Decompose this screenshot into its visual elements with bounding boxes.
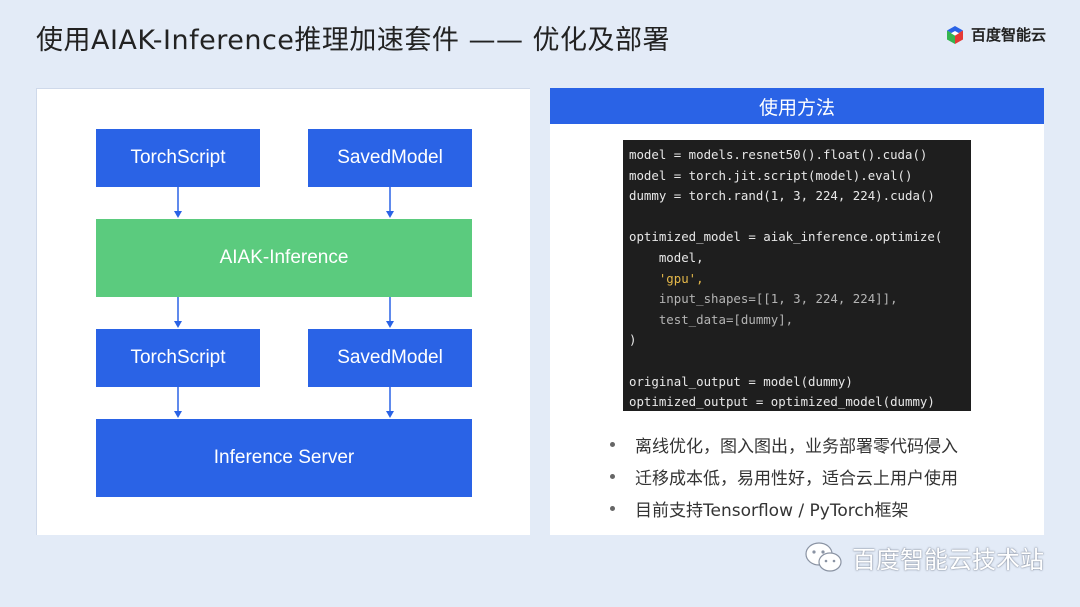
code-line: original_output = model(dummy) [629,373,853,389]
code-line: 'gpu', [629,270,704,286]
input-torchscript-node: TorchScript [96,129,260,187]
code-line: model = models.resnet50().float().cuda() [629,147,928,162]
code-line: optimized_output = optimized_model(dummy… [629,394,935,410]
cube-logo-icon [946,25,963,44]
code-line [629,207,965,228]
arrow-down-icon [386,297,394,328]
bullet-dot-icon [610,473,615,479]
code-line: input_shapes=[[1, 3, 224, 224]], [629,291,898,307]
arrow-down-icon [174,297,182,328]
bullet-dot-icon [610,441,615,447]
code-line: dummy = torch.rand(1, 3, 224, 224).cuda(… [629,188,935,204]
wechat-icon [805,541,842,572]
arrow-down-icon [386,387,394,418]
aiak-inference-node: AIAK-Inference [96,219,472,297]
code-snippet: model = models.resnet50().float().cuda()… [623,140,971,411]
code-line: model, [629,249,704,265]
bullet-text: 离线优化，图入图出，业务部署零代码侵入 [635,436,958,457]
arrow-down-icon [174,187,182,218]
brand-logo: 百度智能云 [945,24,1046,45]
brand-name: 百度智能云 [970,26,1046,44]
bullet-dot-icon [610,505,615,511]
watermark: 百度智能云技术站 [804,540,1044,575]
input-savedmodel-node: SavedModel [308,129,472,187]
list-item: 离线优化，图入图出，业务部署零代码侵入 [610,428,958,460]
output-savedmodel-node: SavedModel [308,329,472,387]
usage-header: 使用方法 [550,88,1044,124]
bullet-text: 迁移成本低，易用性好，适合云上用户使用 [635,468,958,489]
watermark-text: 百度智能云技术站 [852,546,1044,574]
code-line: test_data=[dummy], [629,311,794,327]
code-line: optimized_model = aiak_inference.optimiz… [629,229,943,245]
slide-title: 使用AIAK-Inference推理加速套件 —— 优化及部署 [36,25,671,56]
code-line [629,351,965,372]
arrow-down-icon [174,387,182,418]
arrow-down-icon [386,187,394,218]
inference-server-node: Inference Server [96,419,472,497]
feature-list: 离线优化，图入图出，业务部署零代码侵入 迁移成本低，易用性好，适合云上用户使用 … [610,428,958,524]
bullet-text: 目前支持Tensorflow / PyTorch框架 [635,500,909,521]
code-line: model = torch.jit.script(model).eval() [629,167,913,183]
list-item: 迁移成本低，易用性好，适合云上用户使用 [610,460,958,492]
usage-panel: 使用方法 model = models.resnet50().float().c… [550,88,1044,535]
list-item: 目前支持Tensorflow / PyTorch框架 [610,492,958,524]
code-line: ) [629,332,637,348]
output-torchscript-node: TorchScript [96,329,260,387]
architecture-diagram: TorchScript SavedModel AIAK-Inference To… [36,88,530,535]
